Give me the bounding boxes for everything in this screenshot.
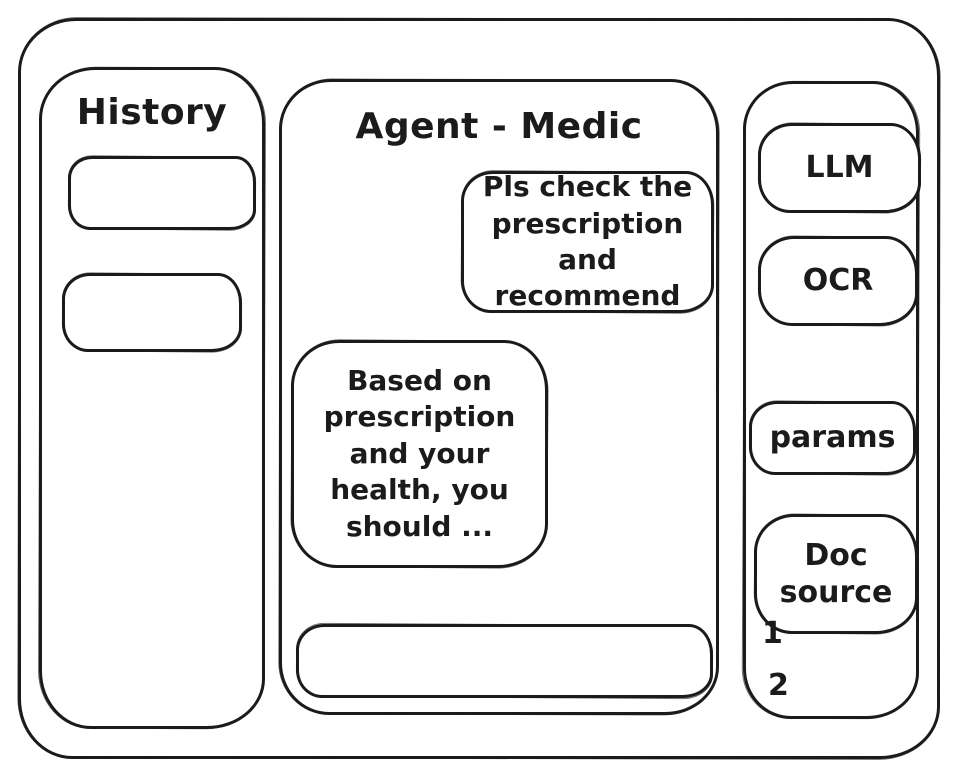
llm-button-label: LLM <box>805 150 874 186</box>
doc-source-button[interactable]: Doc source <box>754 514 918 634</box>
agent-message-text: Based on prescription and your health, y… <box>323 364 516 543</box>
user-message-text: Pls check the prescription and recommend <box>482 170 693 313</box>
ocr-button[interactable]: OCR <box>758 236 918 326</box>
doc-source-item-1[interactable]: 1 <box>762 616 783 651</box>
user-message-bubble: Pls check the prescription and recommend <box>461 170 714 313</box>
ocr-button-label: OCR <box>802 263 874 299</box>
params-button[interactable]: params <box>749 401 916 475</box>
history-panel-title: History <box>76 92 228 133</box>
llm-button[interactable]: LLM <box>758 123 921 213</box>
agent-message-bubble: Based on prescription and your health, y… <box>291 340 548 568</box>
history-item[interactable] <box>68 156 256 230</box>
history-item[interactable] <box>62 273 242 352</box>
doc-source-button-label: Doc source <box>779 537 893 611</box>
doc-source-item-2[interactable]: 2 <box>768 668 789 703</box>
chat-panel: Agent - Medic Pls check the prescription… <box>279 79 719 715</box>
message-input[interactable] <box>296 624 713 698</box>
tools-panel: LLM OCR params Doc source 1 2 <box>743 81 921 719</box>
chat-title: Agent - Medic <box>355 106 643 147</box>
app-frame: History Agent - Medic Pls check the pres… <box>18 18 940 759</box>
params-button-label: params <box>769 420 896 456</box>
history-panel: History <box>39 67 265 729</box>
